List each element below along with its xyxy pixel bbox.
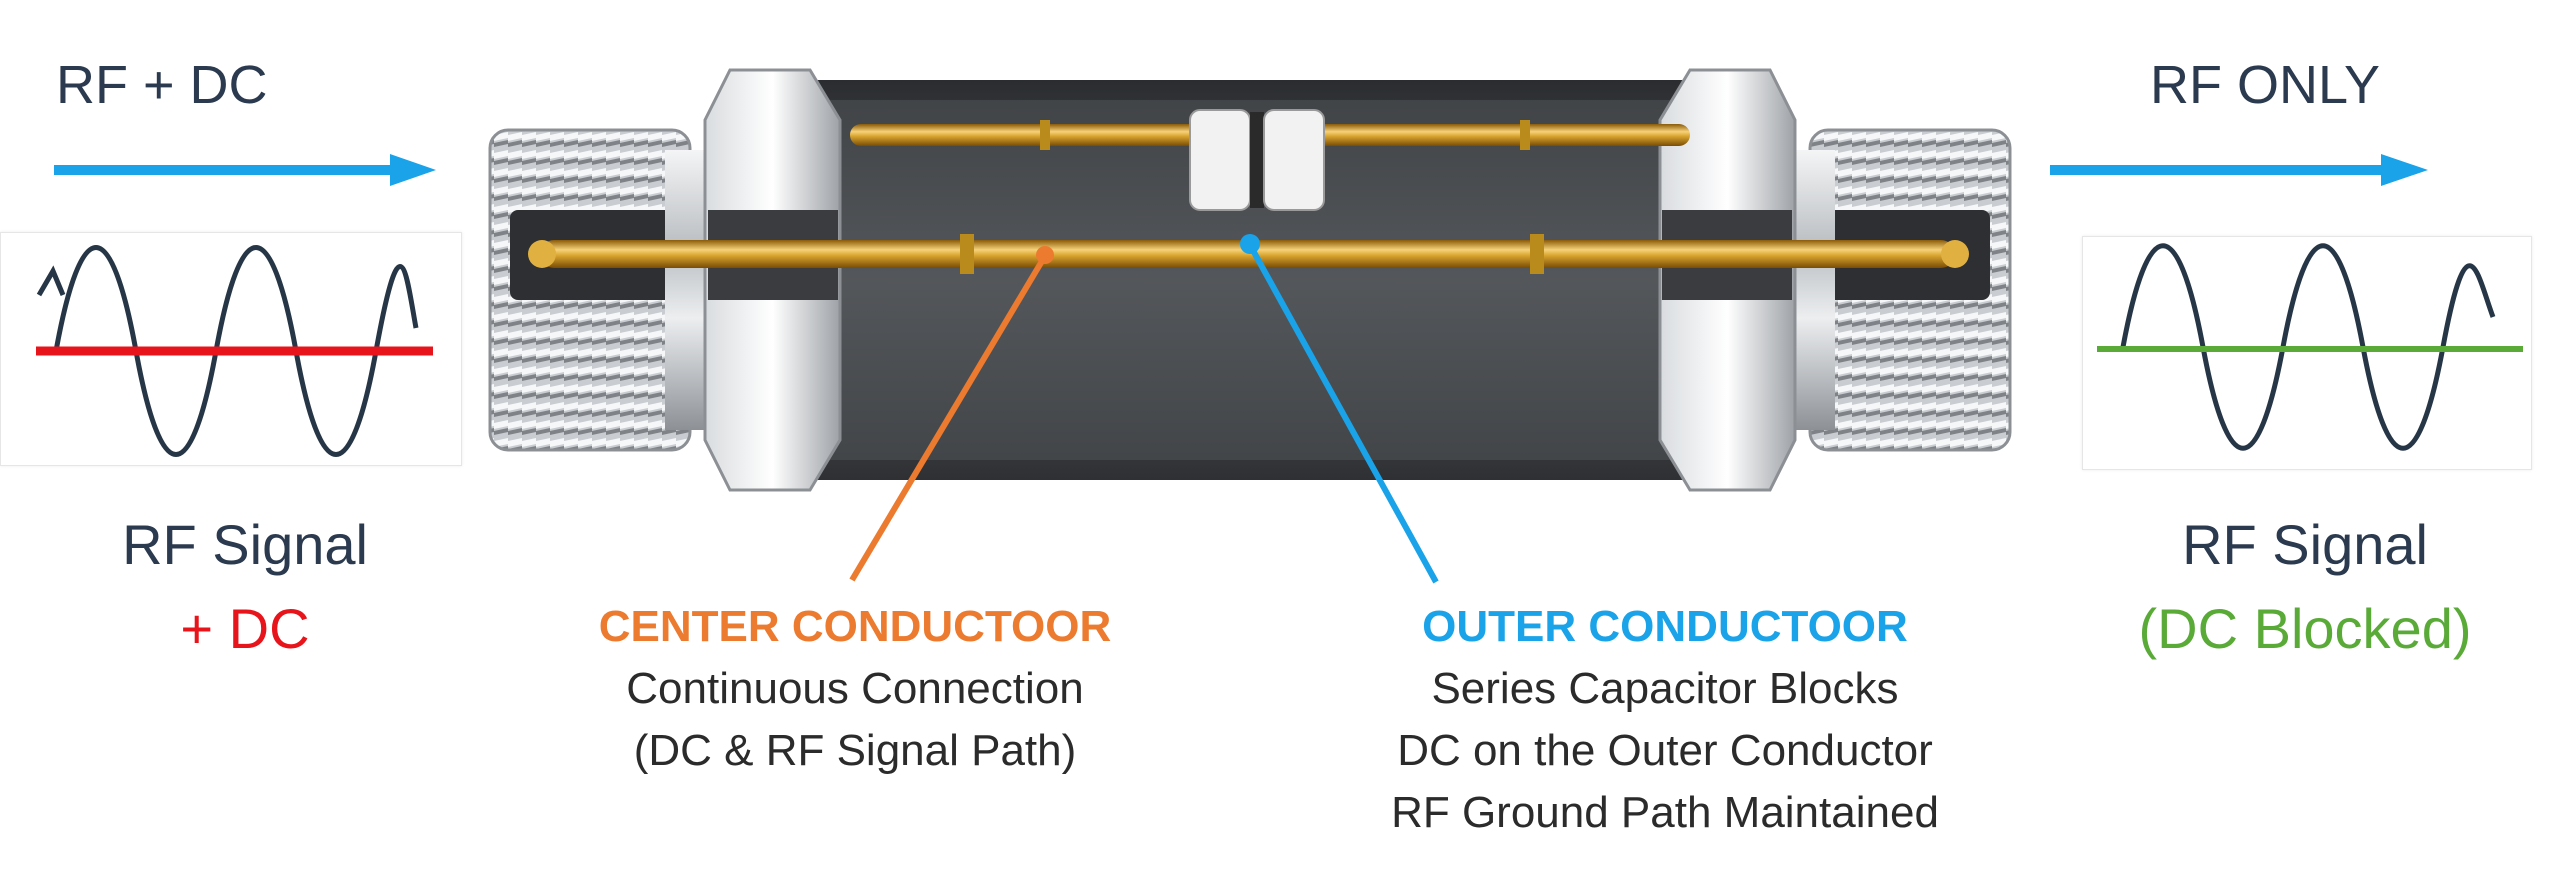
- input-flow-arrow-icon: [54, 154, 436, 186]
- outer-conductor-marker: [1240, 234, 1260, 254]
- center-conductor-marker: [1036, 246, 1054, 264]
- input-flow-label: RF + DC: [56, 55, 268, 115]
- center-conductor-desc-2: (DC & RF Signal Path): [633, 726, 1077, 775]
- outer-conductor-callout: OUTER CONDUCTOOR Series Capacitor Blocks…: [1315, 596, 2015, 844]
- center-conductor-heading: CENTER CONDUCTOOR: [598, 602, 1112, 651]
- right-hex-nut: [1658, 68, 1797, 492]
- outer-conductor-desc-3: RF Ground Path Maintained: [1391, 788, 1939, 837]
- input-waveform-panel: [0, 232, 462, 466]
- wave-start-arrow-icon: [36, 265, 66, 297]
- output-signal-title: RF Signal: [2182, 513, 2428, 576]
- outer-conductor-desc-2: DC on the Outer Conductor: [1397, 726, 1933, 775]
- outer-conductor-heading: OUTER CONDUCTOOR: [1422, 602, 1908, 651]
- output-waveform-panel: [2082, 236, 2532, 470]
- input-signal-title: RF Signal: [122, 513, 368, 576]
- left-hex-nut: [703, 68, 842, 492]
- dc-block-connector-illustration: [488, 68, 2012, 492]
- input-signal-subtitle: + DC: [180, 597, 310, 660]
- rf-only-waveform: [2097, 243, 2523, 451]
- output-signal-subtitle: (DC Blocked): [2138, 597, 2472, 660]
- output-flow-label: RF ONLY: [2150, 55, 2381, 115]
- center-conductor-desc-1: Continuous Connection: [626, 664, 1084, 713]
- rf-plus-dc-waveform: [36, 245, 433, 457]
- rf-sine-wave: [53, 245, 419, 457]
- series-capacitor-block: [1189, 109, 1325, 211]
- rf-sine-wave: [2120, 243, 2496, 451]
- output-flow-arrow-icon: [2050, 154, 2428, 186]
- outer-conductor-desc-1: Series Capacitor Blocks: [1431, 664, 1899, 713]
- center-conductor-callout: CENTER CONDUCTOOR Continuous Connection …: [520, 596, 1190, 782]
